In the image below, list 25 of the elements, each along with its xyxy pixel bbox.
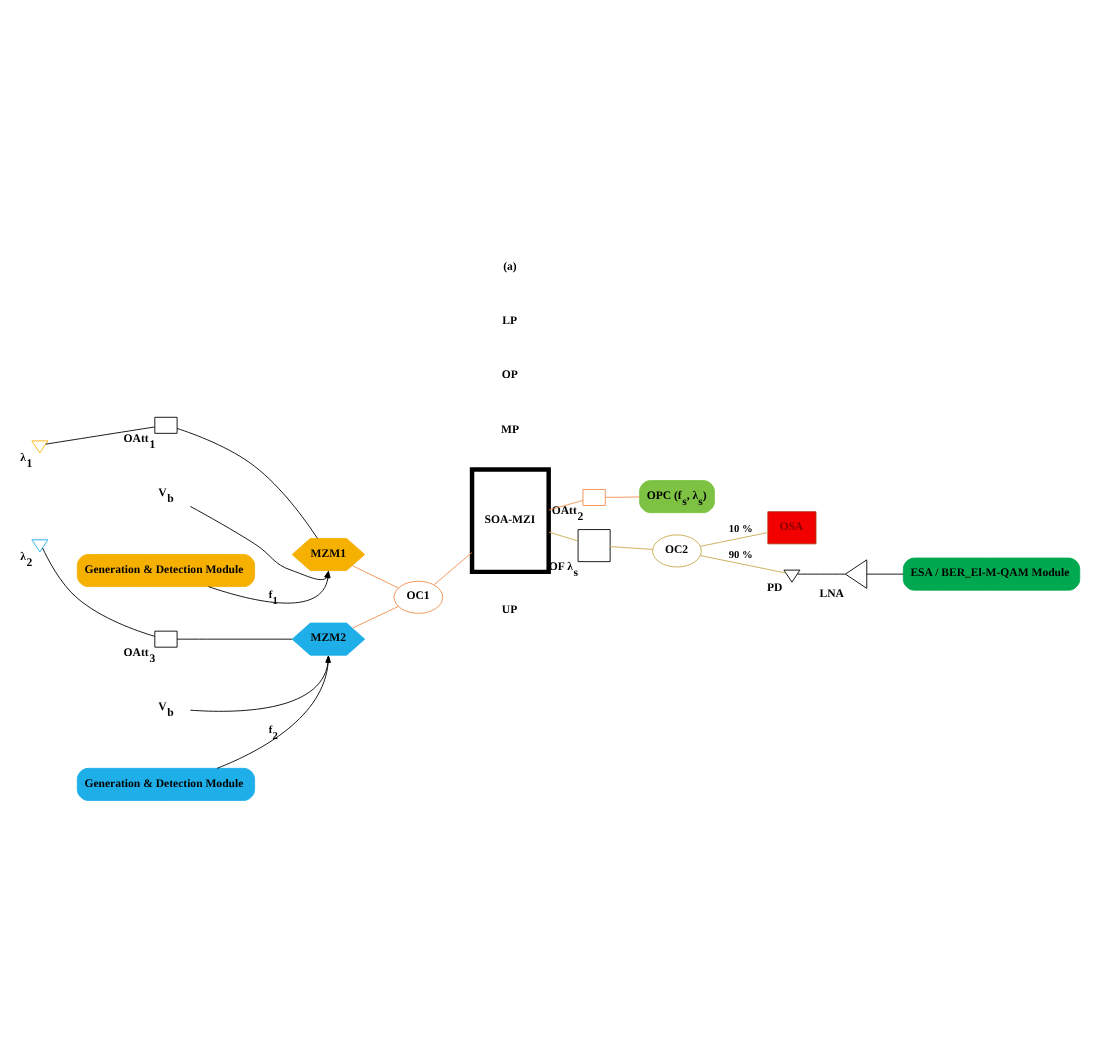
connector <box>699 532 768 547</box>
node-triangle <box>844 559 868 589</box>
connector <box>352 605 399 629</box>
connector <box>866 573 904 575</box>
node-box <box>582 489 606 506</box>
node-diode <box>31 539 49 553</box>
node-diode <box>783 569 801 583</box>
connector <box>45 426 156 445</box>
node-box <box>154 416 178 434</box>
connector <box>42 547 156 637</box>
connector <box>176 638 293 640</box>
connector <box>548 531 579 542</box>
arrow <box>189 655 331 712</box>
connector <box>176 428 318 539</box>
connector <box>797 573 846 575</box>
connector <box>609 546 654 550</box>
connector <box>699 555 786 574</box>
arrow <box>216 655 331 769</box>
connector <box>433 552 473 586</box>
connector <box>351 565 400 589</box>
node-box <box>577 529 611 563</box>
connector <box>548 499 584 511</box>
node-diode <box>31 440 49 454</box>
node-box <box>154 630 178 648</box>
connector <box>604 496 640 498</box>
